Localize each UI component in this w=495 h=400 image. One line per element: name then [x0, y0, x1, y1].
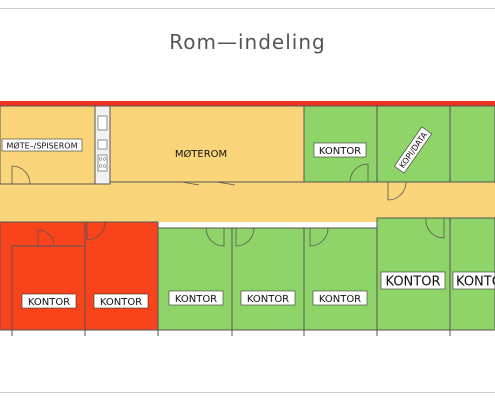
- bottom-divider: [0, 392, 495, 393]
- door-red-left: [37, 229, 55, 247]
- label-kontor-red-2: KONTOR: [100, 297, 142, 308]
- label-kontor-green-1: KONTOR: [175, 294, 217, 305]
- room-green-1[interactable]: [157, 227, 233, 331]
- door-kopi-data: [387, 181, 407, 201]
- label-box-mote-spiserom: [1, 138, 83, 152]
- label-kontor-green-4: KONTOR: [386, 275, 441, 290]
- label-box-kopi-data: [393, 126, 433, 174]
- stove-burner-2: [102, 157, 107, 161]
- door-kontor-top-1: [349, 163, 369, 183]
- kitchen-cabinet-1: [97, 115, 108, 131]
- kitchen-sink: [97, 139, 108, 150]
- label-box-kontor-top-1: [313, 142, 367, 158]
- room-green-2[interactable]: [231, 227, 305, 331]
- room-moterom[interactable]: [109, 105, 305, 183]
- stove-burner-4: [102, 164, 107, 168]
- door-red-right: [86, 221, 106, 241]
- door-moterom-a: [181, 181, 200, 186]
- label-kontor-top-1: KONTOR: [319, 146, 361, 157]
- label-mote-spiserom: MØTE–/SPISEROM: [7, 141, 78, 151]
- door-green-2: [235, 227, 255, 247]
- top-red-strip: [0, 101, 495, 106]
- label-moterom: MØTEROM: [175, 148, 227, 160]
- room-green-3[interactable]: [303, 227, 378, 331]
- room-top-right[interactable]: [449, 105, 495, 183]
- top-divider: [0, 8, 495, 9]
- label-kontor-green-3: KONTOR: [319, 294, 361, 305]
- label-box-kontor-green-2: [240, 290, 296, 306]
- label-box-kontor-green-4: [380, 271, 446, 290]
- label-box-kontor-red-1: [21, 293, 77, 309]
- room-red-left-inner: [11, 245, 86, 331]
- page-title: Rom—indeling: [169, 30, 326, 54]
- stove-burner-1: [98, 157, 103, 161]
- label-kontor-green-5: KONTO: [456, 275, 495, 290]
- label-box-kontor-red-2: [93, 293, 149, 309]
- label-kontor-green-2: KONTOR: [247, 294, 289, 305]
- stove-burner-3: [98, 164, 103, 168]
- label-box-kontor-green-5: [452, 271, 495, 290]
- room-red-right[interactable]: [84, 221, 159, 331]
- label-box-kontor-green-1: [168, 290, 224, 306]
- bottom-window-ticks: [11, 330, 451, 336]
- label-kontor-red-1: KONTOR: [28, 297, 70, 308]
- corridor: [0, 182, 495, 222]
- label-box-kontor-green-3: [312, 290, 368, 306]
- door-green-3: [309, 227, 329, 247]
- door-green-4: [425, 217, 445, 239]
- door-moterom-b: [216, 181, 236, 186]
- door-mote-spiserom: [11, 165, 31, 185]
- door-green-1: [205, 227, 225, 247]
- kitchen-stove: [97, 154, 108, 172]
